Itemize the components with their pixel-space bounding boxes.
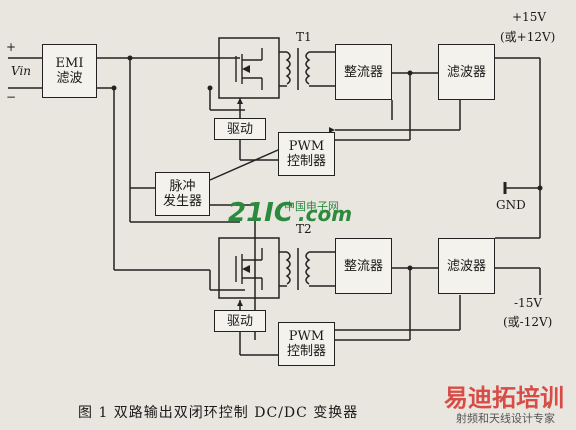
- filter-top-block: 滤波器: [438, 44, 495, 100]
- output-negative-alt-label: (或-12V): [503, 315, 553, 329]
- site-watermark-main: 21IC: [228, 198, 293, 228]
- figure-caption: 图 1 双路输出双闭环控制 DC/DC 变换器: [78, 405, 359, 421]
- site-watermark-cn: 中国电子网: [284, 200, 339, 213]
- rectifier-top-block: 整流器: [335, 44, 392, 100]
- brand-watermark-sub: 射频和天线设计专家: [456, 412, 555, 425]
- site-watermark: 21IC .com: [228, 198, 352, 228]
- rectifier-bottom-label: 整流器: [343, 258, 383, 274]
- emi-filter-block: EMI 滤波: [42, 44, 97, 98]
- gnd-label: GND: [496, 198, 526, 212]
- pulse-generator-label: 脉冲 发生器: [162, 179, 202, 209]
- pwm-controller-bottom-block: PWM 控制器: [278, 322, 335, 366]
- driver-bottom-label: 驱动: [226, 313, 253, 329]
- driver-top-label: 驱动: [226, 121, 253, 137]
- pulse-generator-block: 脉冲 发生器: [155, 172, 210, 216]
- pwm-controller-top-label: PWM 控制器: [286, 139, 326, 169]
- input-voltage-label: Vin: [11, 64, 32, 78]
- pwm-controller-top-block: PWM 控制器: [278, 132, 335, 176]
- transformer-top-label: T1: [296, 30, 312, 44]
- emi-filter-label: EMI 滤波: [55, 56, 84, 86]
- filter-bottom-block: 滤波器: [438, 238, 495, 294]
- site-watermark-dotcom: .com: [298, 202, 353, 226]
- output-positive-label: +15V: [512, 10, 546, 24]
- rectifier-bottom-block: 整流器: [335, 238, 392, 294]
- filter-bottom-label: 滤波器: [446, 258, 486, 274]
- driver-bottom-block: 驱动: [214, 310, 266, 332]
- pwm-controller-bottom-label: PWM 控制器: [286, 329, 326, 359]
- output-positive-alt-label: (或+12V): [500, 30, 556, 44]
- filter-top-label: 滤波器: [446, 64, 486, 80]
- input-plus-label: +: [6, 40, 17, 54]
- rectifier-top-label: 整流器: [343, 64, 383, 80]
- output-negative-label: -15V: [514, 296, 542, 310]
- input-minus-label: −: [6, 90, 17, 104]
- driver-top-block: 驱动: [214, 118, 266, 140]
- brand-watermark: 易迪拓培训: [444, 384, 564, 412]
- transformer-bottom-label: T2: [296, 222, 312, 236]
